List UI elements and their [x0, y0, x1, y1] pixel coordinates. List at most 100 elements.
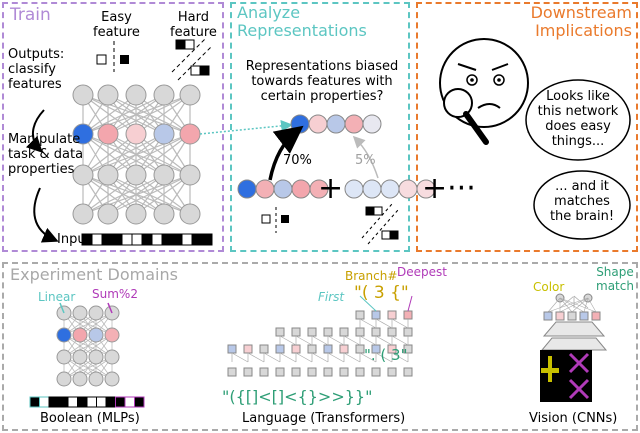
representation-unit [237, 179, 257, 199]
attention-cell [275, 344, 285, 354]
cnn-feature-node [543, 311, 553, 321]
sum2-label: Sum%2 [92, 287, 138, 301]
attention-cell [387, 327, 397, 337]
transformer-network [227, 295, 413, 377]
vision-caption: Vision (CNNs) [529, 411, 618, 426]
hard-feature-mini-icon [361, 203, 399, 245]
boolean-bit [105, 396, 116, 408]
conv-layer [542, 321, 606, 337]
easy-feature-representation [237, 179, 329, 199]
downstream-title: Downstream Implications [530, 3, 632, 41]
attention-cell [371, 327, 381, 337]
representation-unit [255, 179, 275, 199]
network-node [179, 164, 201, 186]
representation-unit [362, 114, 382, 134]
attention-cell [243, 344, 253, 354]
input-bit [101, 233, 113, 246]
boolean-bit [39, 396, 50, 408]
cnn-feature-node [555, 311, 565, 321]
attention-cell [339, 327, 349, 337]
boolean-caption: Boolean (MLPs) [40, 411, 140, 426]
representation-unit [309, 179, 329, 199]
network-node [88, 371, 104, 387]
magnifying-glass-icon [443, 88, 489, 145]
representation-unit [273, 179, 293, 199]
train-title: Train [10, 5, 51, 25]
attention-cell [323, 344, 333, 354]
input-bit [181, 233, 193, 246]
network-node [72, 84, 94, 106]
token-sequence: "({[]<[]<{}>>}}" [222, 387, 373, 406]
token-cell [227, 367, 237, 377]
input-bit [171, 233, 183, 246]
token-cell [355, 367, 365, 377]
representation-unit [398, 179, 418, 199]
network-node [153, 123, 175, 145]
first-label: First [318, 290, 345, 304]
network-node [153, 203, 175, 225]
token-cell [243, 367, 253, 377]
cnn-feature-node [579, 311, 589, 321]
attention-cell [355, 327, 365, 337]
attention-cell [227, 344, 237, 354]
input-label: Input [57, 232, 91, 247]
hard-feature-representation [344, 179, 436, 199]
top-tokens: "( 3 {" [354, 283, 409, 303]
attention-cell [259, 344, 269, 354]
easy-feature-label: Easy feature [93, 10, 140, 40]
input-bit [201, 233, 213, 246]
boolean-bit [86, 396, 97, 408]
representation-unit [344, 179, 364, 199]
hard-weight-arrow [352, 135, 379, 179]
bubble-1-text: Looks like this network does easy things… [537, 89, 619, 149]
boolean-bit [29, 396, 40, 408]
train-network [72, 84, 201, 225]
network-node [72, 164, 94, 186]
representation-link-arrow [199, 119, 293, 135]
attention-cell [339, 344, 349, 354]
experiments-title: Experiment Domains [10, 265, 178, 284]
analyze-question: Representations biased towards features … [245, 59, 399, 104]
hard-feature-label: Hard feature [170, 10, 217, 40]
easy-feature-icon [96, 41, 129, 72]
token-cell [291, 367, 301, 377]
boolean-bit [96, 396, 107, 408]
boolean-bit [77, 396, 88, 408]
network-node [97, 203, 119, 225]
network-node [56, 371, 72, 387]
plus-sign: + [318, 171, 343, 206]
input-bit [151, 233, 163, 246]
network-node [179, 123, 201, 145]
boolean-mlp-network [56, 302, 120, 387]
input-bit [91, 233, 103, 246]
attention-cell [387, 310, 397, 320]
attention-cell [355, 344, 365, 354]
bottom-tokens: ". ( 3" [364, 346, 408, 364]
network-node [104, 371, 120, 387]
outputs-label: Outputs: classify features [8, 47, 65, 92]
network-node [97, 84, 119, 106]
token-cell [275, 367, 285, 377]
train-panel [2, 2, 224, 252]
language-caption: Language (Transformers) [242, 411, 406, 426]
token-cell [403, 367, 413, 377]
analyze-panel [230, 2, 410, 252]
cnn-network [540, 293, 608, 351]
boolean-bit [58, 396, 69, 408]
token-cell [259, 367, 269, 377]
network-node [125, 84, 147, 106]
network-node [88, 305, 104, 321]
input-bit [161, 233, 173, 246]
network-node [179, 203, 201, 225]
token-cell [323, 367, 333, 377]
network-node [125, 203, 147, 225]
attention-cell [291, 327, 301, 337]
representation-unit [416, 179, 436, 199]
branch-label: Branch# [345, 269, 398, 283]
attention-cell [291, 344, 301, 354]
speech-bubble-2 [533, 170, 631, 240]
boolean-bit [48, 396, 59, 408]
network-node [72, 123, 94, 145]
boolean-bit [67, 396, 78, 408]
